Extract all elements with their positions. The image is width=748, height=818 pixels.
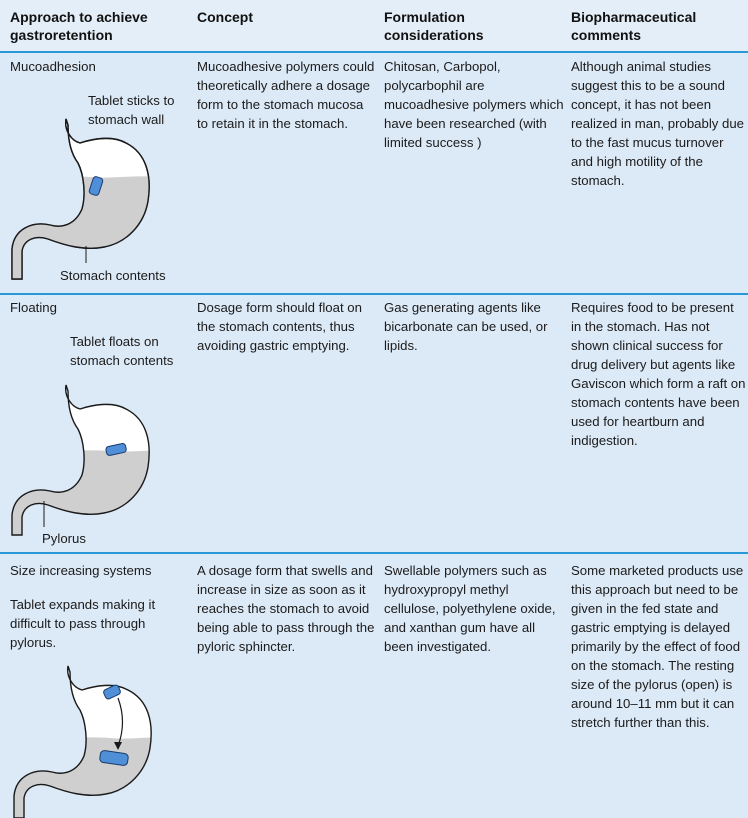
- row-2-bio: Requires food to be present in the stoma…: [571, 300, 746, 448]
- row-3-concept: A dosage form that swells and increase i…: [197, 563, 375, 654]
- row-3-approach: Size increasing systems: [10, 563, 152, 578]
- row-2-formulation: Gas generating agents like bicarbonate c…: [384, 300, 548, 353]
- stomach-mucoadhesion-illustration: [11, 118, 150, 280]
- tablet-small-icon: [103, 684, 121, 700]
- row-rule-1: [0, 293, 748, 295]
- row-rule-2: [0, 552, 748, 554]
- row-3-label-tablet: Tablet expands making it difficult to pa…: [10, 597, 156, 650]
- row-1-formulation: Chitosan, Carbopol, polycarbophil are mu…: [384, 59, 564, 150]
- tablet-floating-icon: [105, 443, 127, 456]
- tablet-stuck-icon: [88, 176, 104, 196]
- stomach-floating-illustration: [11, 384, 150, 536]
- row-3-bio: Some marketed products use this approach…: [571, 563, 744, 730]
- expansion-arrow: [117, 697, 124, 747]
- header-approach: Approach to achieve gastroretention: [10, 9, 148, 43]
- row-1-label-contents: Stomach contents: [60, 268, 166, 283]
- row-1-label-tablet: Tablet sticks to stomach wall: [88, 93, 175, 127]
- table-header: Approach to achieve gastroretention Conc…: [0, 0, 748, 51]
- row-2-approach: Floating: [10, 300, 57, 315]
- row-2-concept: Dosage form should float on the stomach …: [197, 300, 362, 353]
- row-1-bio: Although animal studies suggest this to …: [571, 59, 745, 188]
- row-2-label-pylorus: Pylorus: [42, 531, 86, 546]
- row-1-approach: Mucoadhesion: [10, 59, 96, 74]
- header-formulation: Formulation considerations: [384, 9, 484, 43]
- header-bio: Biopharmaceutical comments: [571, 9, 697, 43]
- row-1-concept: Mucoadhesive polymers could theoreticall…: [197, 59, 375, 131]
- header-concept: Concept: [197, 9, 253, 25]
- row-3-formulation: Swellable polymers such as hydroxypropyl…: [384, 563, 556, 654]
- stomach-swelling-illustration: [13, 665, 152, 818]
- row-2-label-tablet: Tablet floats on stomach contents: [70, 334, 174, 368]
- stomach-contents-2: [12, 450, 150, 535]
- arrow-head-icon: [114, 742, 122, 750]
- tablet-expanded-icon: [99, 750, 129, 766]
- stomach-contents-1: [12, 176, 150, 279]
- header-rule: [0, 51, 748, 53]
